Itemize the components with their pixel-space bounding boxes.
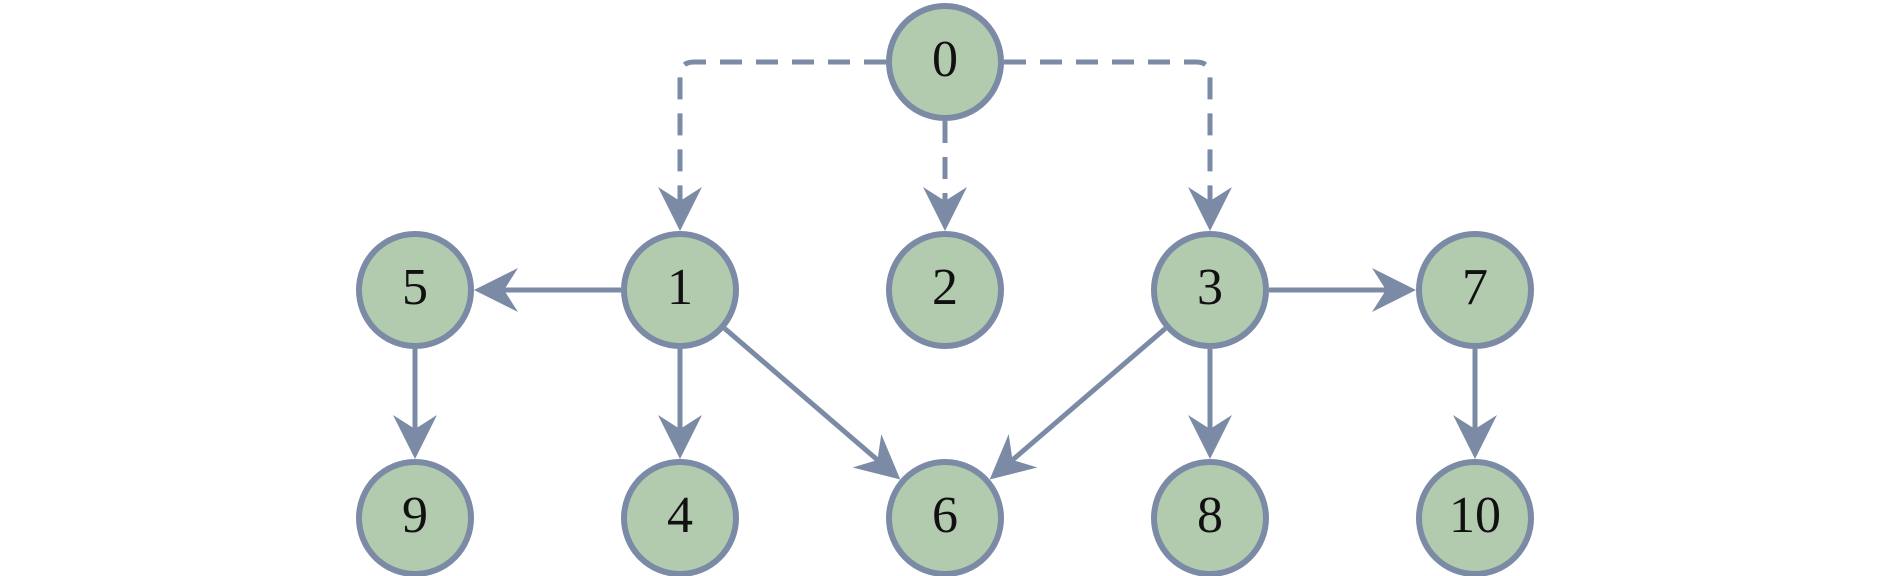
node-7: 7 — [1416, 231, 1534, 349]
node-label: 4 — [667, 487, 693, 544]
arrowhead — [474, 268, 518, 312]
node-circle — [886, 231, 1004, 349]
arrowhead — [852, 434, 901, 480]
edge-1-to-5 — [474, 268, 621, 312]
edge-5-to-9 — [393, 349, 437, 459]
arrowhead — [658, 415, 702, 459]
node-10: 10 — [1416, 459, 1534, 576]
node-circle — [886, 3, 1004, 121]
node-circle — [621, 459, 739, 576]
node-2: 2 — [886, 231, 1004, 349]
node-9: 9 — [356, 459, 474, 576]
node-circle — [1151, 231, 1269, 349]
edge-3-to-6 — [989, 326, 1167, 480]
node-circle — [1416, 231, 1534, 349]
node-3: 3 — [1151, 231, 1269, 349]
edge-3-to-8 — [1188, 349, 1232, 459]
edge-line — [723, 326, 880, 462]
arrowhead — [923, 187, 967, 231]
node-label: 3 — [1197, 259, 1223, 316]
edge-0-to-1 — [658, 59, 886, 231]
edges-layer — [393, 59, 1497, 480]
arrowhead — [1372, 268, 1416, 312]
nodes-layer: 0 1 2 3 4 5 6 7 8 9 10 — [356, 3, 1534, 576]
node-1: 1 — [621, 231, 739, 349]
arrowhead — [1453, 415, 1497, 459]
node-label: 6 — [932, 487, 958, 544]
node-8: 8 — [1151, 459, 1269, 576]
node-circle — [356, 459, 474, 576]
node-circle — [621, 231, 739, 349]
node-circle — [886, 459, 1004, 576]
node-4: 4 — [621, 459, 739, 576]
node-6: 6 — [886, 459, 1004, 576]
node-label: 8 — [1197, 487, 1223, 544]
arrowhead — [393, 415, 437, 459]
edge-0-to-2 — [923, 121, 967, 231]
node-label: 7 — [1462, 259, 1488, 316]
arrowhead — [989, 434, 1038, 480]
edge-0-to-3 — [1004, 59, 1232, 231]
edge-3-to-7 — [1269, 268, 1416, 312]
edge-7-to-10 — [1453, 349, 1497, 459]
node-circle — [356, 231, 474, 349]
node-label: 1 — [667, 259, 693, 316]
arrowhead — [1188, 415, 1232, 459]
edge-line — [1010, 326, 1167, 462]
edge-line — [677, 59, 886, 201]
edge-line — [1004, 59, 1213, 201]
arrowhead — [658, 187, 702, 231]
node-label: 2 — [932, 259, 958, 316]
node-label: 9 — [402, 487, 428, 544]
node-circle — [1151, 459, 1269, 576]
node-label: 5 — [402, 259, 428, 316]
arrowhead — [1188, 187, 1232, 231]
edge-1-to-4 — [658, 349, 702, 459]
node-label: 0 — [932, 31, 958, 88]
node-circle — [1416, 459, 1534, 576]
node-label: 10 — [1449, 487, 1501, 544]
node-0: 0 — [886, 3, 1004, 121]
node-5: 5 — [356, 231, 474, 349]
edge-1-to-6 — [723, 326, 901, 480]
